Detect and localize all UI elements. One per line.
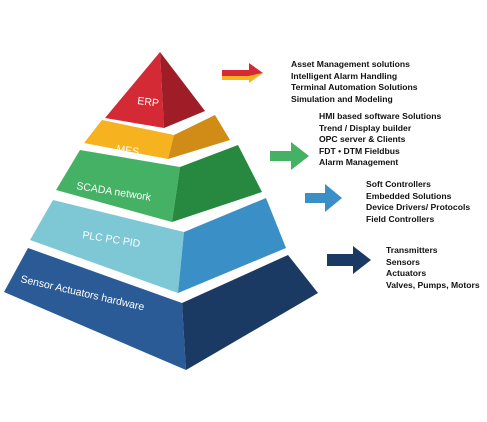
erp-side-face [160,52,205,128]
plc-description-line: Field Controllers [366,213,435,224]
erp-arrow-yellow-part [222,73,263,83]
mes-front-face [84,120,174,159]
sensor-front-face [4,248,186,370]
sensor-description-line: Actuators [386,268,427,279]
erp-description-line: Terminal Automation Solutions [291,82,418,93]
sensor-description-line: Valves, Pumps, Motors [386,279,480,290]
scada-side-face [172,145,262,222]
erp-description-line: Simulation and Modeling [291,93,393,104]
mes-scada-description-line: Trend / Display builder [319,122,412,133]
plc-front-face [30,200,184,293]
mes-scada-description-line: HMI based software Solutions [319,111,442,121]
pyramid-level-plc: PLC PC PID [30,198,286,293]
sensor-arrow [327,246,371,274]
mes-scada-description-line: FDT • DTM Fieldbus [319,145,400,156]
plc-description-line: Soft Controllers [366,179,431,189]
erp-arrow [222,63,263,83]
erp-label: ERP [137,95,160,110]
mes-label: MES [116,143,140,158]
mes-scada-description-line: OPC server & Clients [319,134,406,145]
erp-description-line: Intelligent Alarm Handling [291,70,398,81]
sensor-description-line: Sensors [386,256,420,267]
mes-side-face [168,115,230,159]
erp-description-line: Asset Management solutions [291,59,410,69]
plc-arrow [305,184,342,212]
sensor-description-line: Transmitters [386,245,438,255]
scada-front-face [56,150,180,222]
plc-description-line: Embedded Solutions [366,190,452,201]
erp-arrow-red-part [222,63,263,76]
plc-side-face [178,198,286,293]
mes-scada-arrow [270,142,309,170]
erp-front-face [105,52,164,128]
plc-description-line: Device Drivers/ Protocols [366,202,471,213]
mes-scada-description-line: Alarm Management [319,157,399,168]
pyramid-level-mes: MES [84,115,230,159]
sensor-side-face [182,255,318,370]
pyramid-level-scada: SCADA network [56,145,262,222]
pyramid-level-erp: ERP [105,52,205,128]
